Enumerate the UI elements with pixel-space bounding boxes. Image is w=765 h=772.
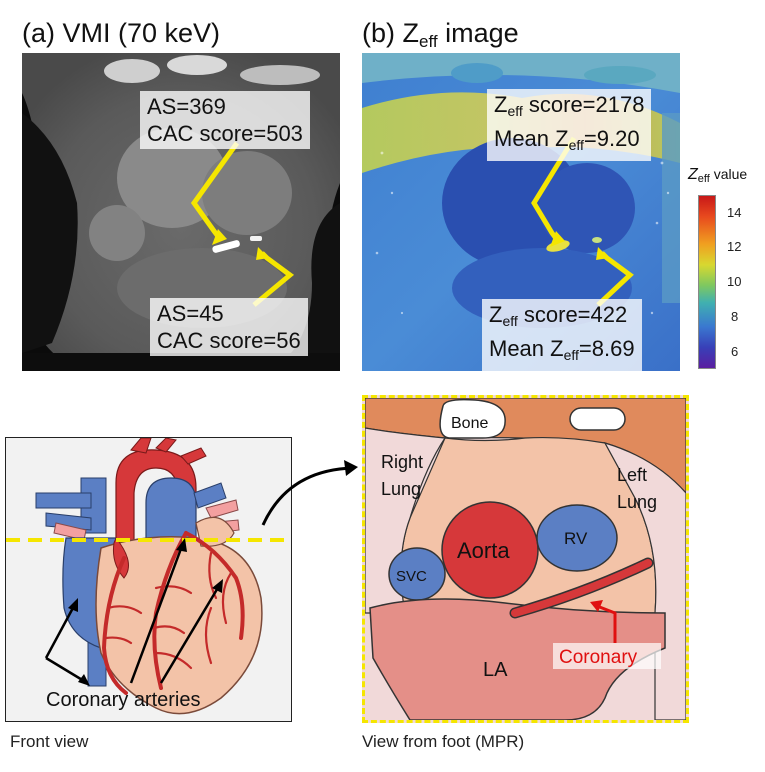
colorbar-tick-6: 6 <box>731 344 739 359</box>
zeff-top-mean-z: Mean Z <box>494 126 569 151</box>
zeff-bottom-mean-z: Mean Z <box>489 336 564 361</box>
zeff-top-label: Zeff score=2178 Mean Zeff=9.20 <box>487 89 652 161</box>
mpr-schematic-drawing: Bone Right Lung Left Lung Aorta RV SVC L… <box>365 398 686 720</box>
colorbar-title-sub: eff <box>697 173 710 185</box>
colorbar-title-z: Z <box>688 166 698 183</box>
front-view-caption: Front view <box>10 732 89 751</box>
vmi-bottom-as: AS=45 <box>157 301 224 326</box>
vmi-top-as: AS=369 <box>147 94 226 119</box>
connector-arrow <box>261 460 358 526</box>
zeff-top-z: Z <box>494 92 508 117</box>
aorta-label: Aorta <box>457 538 510 563</box>
zeff-bottom-score-value: score=422 <box>517 302 628 327</box>
coronary-arteries-label: Coronary arteries <box>46 689 201 711</box>
zeff-bottom-score: Zeff score=422 <box>489 301 635 335</box>
panel-b-title-suffix: image <box>437 18 519 48</box>
bone-label: Bone <box>451 415 488 432</box>
colorbar-tick-10: 10 <box>727 274 742 289</box>
vmi-bottom-label: AS=45 CAC score=56 <box>150 298 308 356</box>
coronary-label: Coronary <box>559 647 638 668</box>
colorbar-tick-14: 14 <box>727 205 742 220</box>
vmi-top-label: AS=369 CAC score=503 <box>140 91 310 149</box>
zeff-bottom-mean-sub: eff <box>563 347 579 363</box>
mpr-caption: View from foot (MPR) <box>362 732 525 751</box>
panel-b-title-sub: eff <box>419 32 438 51</box>
zeff-top-mean-sub: eff <box>568 137 584 153</box>
left-lung-label-2: Lung <box>617 492 657 512</box>
colorbar-title: Zeff value <box>688 166 747 185</box>
zeff-bottom-sub: eff <box>502 313 518 329</box>
panel-b-title: (b) Zeff image <box>362 18 519 51</box>
zeff-bottom-label: Zeff score=422 Mean Zeff=8.69 <box>482 299 642 371</box>
panel-a-title: (a) VMI (70 keV) <box>22 18 221 48</box>
right-lung-label-2: Lung <box>381 479 421 499</box>
zeff-top-mean: Mean Zeff=9.20 <box>494 125 644 159</box>
zeff-bottom-mean-value: =8.69 <box>578 336 635 361</box>
heart-front-view-drawing: Coronary arteries <box>6 437 291 715</box>
colorbar-tick-12: 12 <box>727 239 742 254</box>
heart-front-view-panel: Coronary arteries <box>5 437 292 722</box>
vmi-top-cac: CAC score=503 <box>147 121 303 146</box>
rv-label: RV <box>564 529 588 548</box>
zeff-arrows <box>531 136 634 307</box>
colorbar <box>698 195 716 369</box>
vmi-bottom-cac: CAC score=56 <box>157 328 301 353</box>
colorbar-tick-8: 8 <box>731 309 739 324</box>
colorbar-title-rest: value <box>709 166 748 182</box>
left-lung-label-1: Left <box>617 465 647 485</box>
mpr-schematic-panel: Bone Right Lung Left Lung Aorta RV SVC L… <box>362 395 689 723</box>
vmi-ct-image: AS=369 CAC score=503 AS=45 CAC score=56 <box>22 53 340 371</box>
la-label: LA <box>483 659 508 681</box>
zeff-top-sub: eff <box>507 103 523 119</box>
zeff-top-score: Zeff score=2178 <box>494 91 644 125</box>
right-lung-label-1: Right <box>381 452 423 472</box>
zeff-image: Zeff score=2178 Mean Zeff=9.20 Zeff scor… <box>362 53 680 371</box>
zeff-top-mean-value: =9.20 <box>583 126 640 151</box>
zeff-bottom-z: Z <box>489 302 503 327</box>
panel-b-title-prefix: (b) Z <box>362 18 419 48</box>
zeff-bottom-mean: Mean Zeff=8.69 <box>489 335 635 369</box>
vmi-arrows <box>190 141 295 307</box>
svc-label: SVC <box>396 568 427 585</box>
zeff-top-score-value: score=2178 <box>522 92 645 117</box>
